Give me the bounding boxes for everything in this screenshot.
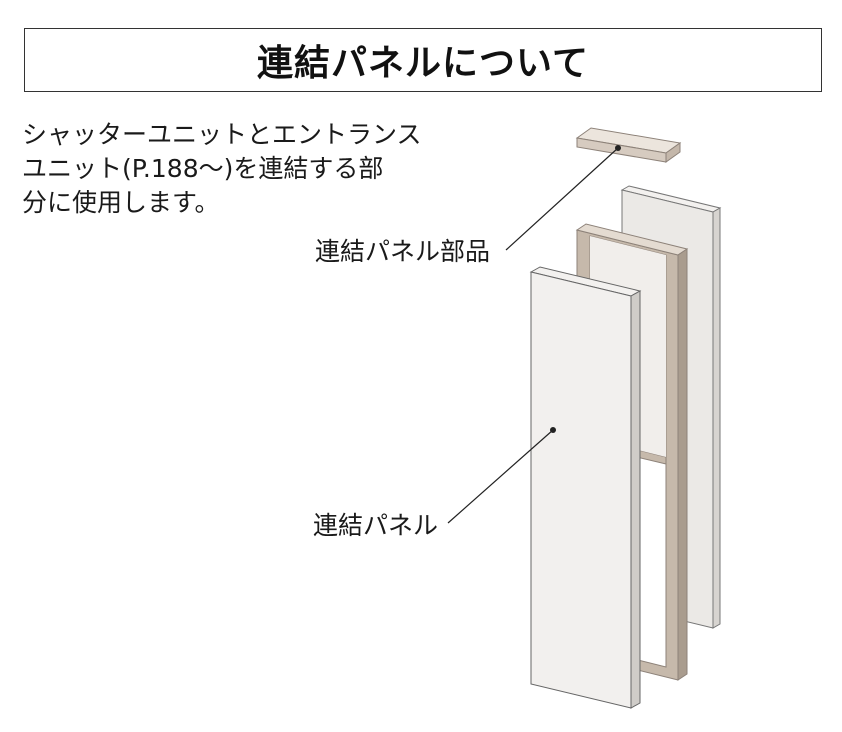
description-line-3: 分に使用します。 (22, 188, 220, 217)
description-line-1: シャッターユニットとエントランス (22, 120, 422, 149)
title-box: 連結パネルについて (24, 28, 822, 92)
description: シャッターユニットとエントランス ユニット(P.188〜)を連結する部 分に使用… (22, 118, 442, 220)
callout-parts-label: 連結パネル部品 (315, 237, 491, 266)
cap-part (575, 127, 682, 163)
front-panel (529, 266, 642, 709)
leader-lines (447, 145, 621, 524)
description-line-2: ユニット(P.188〜)を連結する部 (22, 154, 384, 183)
callout-panel-label: 連結パネル (313, 511, 439, 540)
page-title: 連結パネルについて (257, 43, 589, 84)
